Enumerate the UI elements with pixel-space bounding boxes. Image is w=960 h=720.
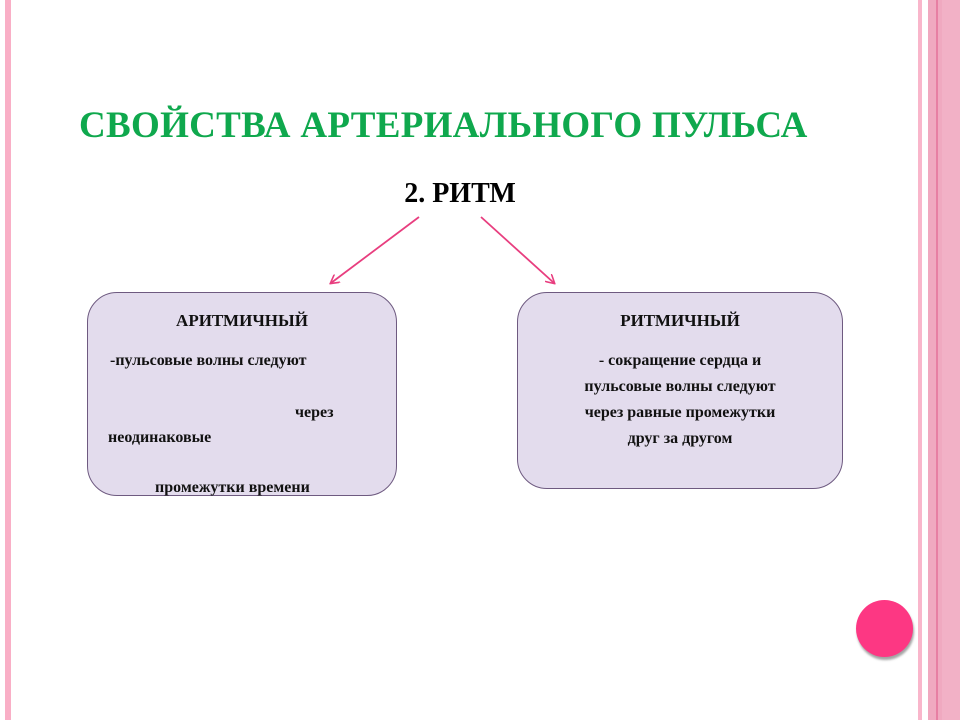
arrhythmic-line: через <box>295 404 334 421</box>
decorative-circle-icon <box>856 600 913 657</box>
rhythmic-line: через равные промежутки <box>584 404 776 421</box>
rhythmic-box: РИТМИЧНЫЙ - сокращение сердца и пульсовы… <box>517 292 843 489</box>
arrhythmic-line: неодинаковые <box>108 429 212 446</box>
arrhythmic-line: промежутки времени <box>155 479 310 496</box>
arrhythmic-box: АРИТМИЧНЫЙ -пульсовые волны следуют чере… <box>87 292 397 496</box>
right-decorative-stripes <box>918 0 960 720</box>
rhythmic-heading: РИТМИЧНЫЙ <box>620 311 740 330</box>
rhythmic-line: - сокращение сердца и <box>598 352 762 369</box>
rhythmic-line: пульсовые волны следуют <box>584 378 776 395</box>
arrow-right-icon <box>480 216 554 283</box>
arrhythmic-heading: АРИТМИЧНЫЙ <box>176 311 308 330</box>
rhythmic-line: друг за другом <box>627 430 733 447</box>
slide-title: СВОЙСТВА АРТЕРИАЛЬНОГО ПУЛЬСА <box>79 105 808 146</box>
arrow-left-icon <box>331 216 420 283</box>
stripe <box>942 0 960 720</box>
rhythmic-body: - сокращение сердца и пульсовые волны сл… <box>518 348 842 452</box>
stripe <box>918 0 922 720</box>
left-decorative-stripe <box>5 0 11 720</box>
arrhythmic-line: -пульсовые волны следуют <box>110 352 307 369</box>
stripe <box>936 0 938 720</box>
slide-subtitle: 2. РИТМ <box>404 178 516 209</box>
